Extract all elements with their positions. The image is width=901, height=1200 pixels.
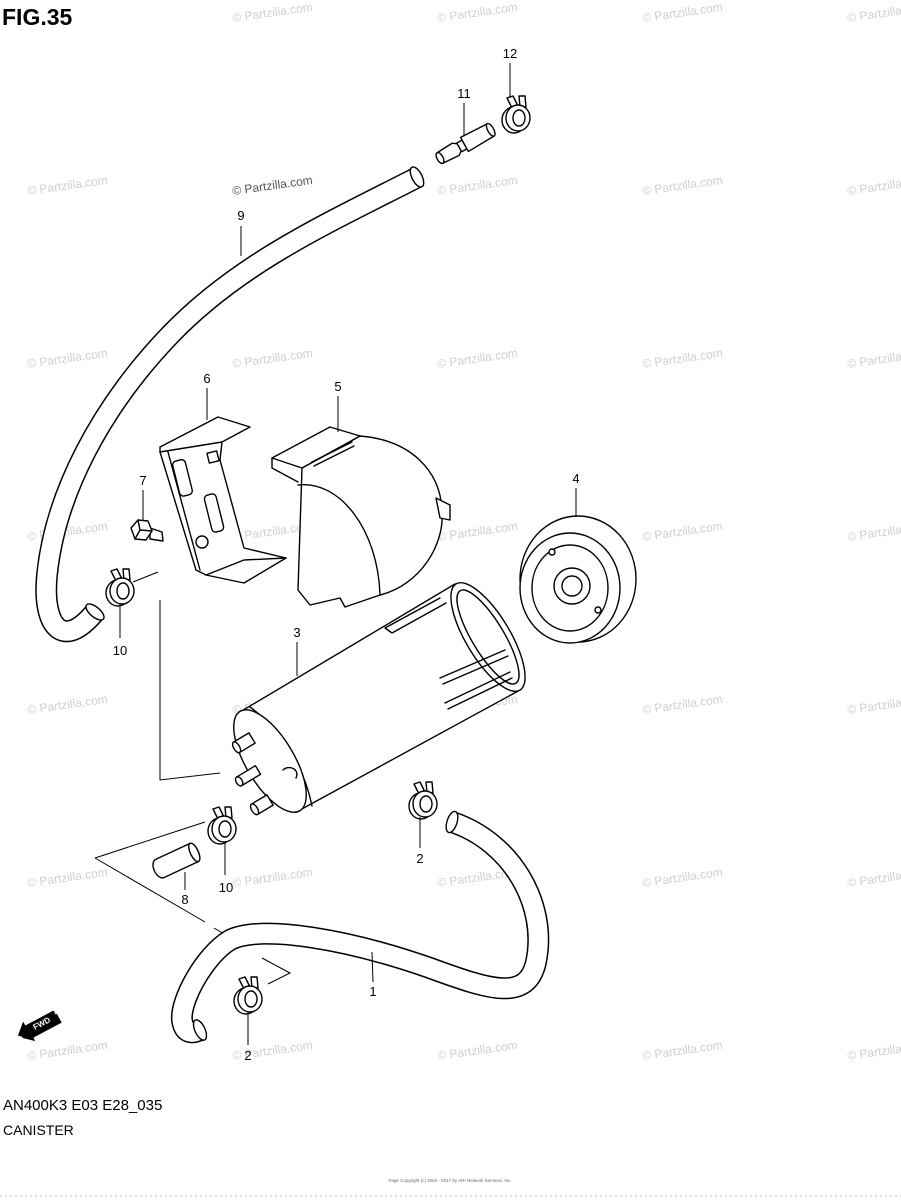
callout-2-right: 2	[416, 817, 424, 866]
callout-label: 3	[293, 625, 300, 640]
holder-part-5	[271, 426, 451, 608]
callout-label: 6	[203, 371, 210, 386]
figure-code: AN400K3 E03 E28_035	[3, 1097, 162, 1114]
bolt-part-7	[130, 519, 164, 542]
callout-3: 3	[293, 625, 301, 676]
connection-lines	[94, 571, 292, 985]
callout-label: 9	[237, 208, 244, 223]
cap-part-4	[519, 515, 637, 644]
callout-label: 5	[334, 379, 341, 394]
callout-label: 12	[503, 46, 517, 61]
callout-label: 11	[457, 86, 471, 101]
callouts: 12 11 9 6 5 7 4 3	[113, 46, 580, 1063]
callout-6: 6	[203, 371, 211, 420]
bracket-part-6	[159, 416, 287, 584]
figure-title: FIG.35	[2, 4, 73, 30]
callout-4: 4	[572, 471, 580, 516]
copyright-footer: Page Copyright (c) 2004 - 2017 by ARI Ne…	[388, 1178, 511, 1183]
figure-name: CANISTER	[3, 1122, 74, 1138]
callout-10-bottom: 10	[219, 842, 233, 895]
callout-label: 10	[219, 880, 233, 895]
callout-12: 12	[503, 46, 517, 97]
callout-5: 5	[334, 379, 342, 432]
callout-8: 8	[181, 872, 189, 907]
plug-part-8	[152, 842, 201, 879]
hose-part-1	[170, 810, 550, 1044]
callout-11: 11	[457, 86, 471, 135]
callout-label: 8	[181, 892, 188, 907]
callout-label: 4	[572, 471, 579, 486]
callout-label: 7	[139, 473, 146, 488]
hose-part-9	[35, 166, 425, 643]
callout-label: 2	[416, 851, 423, 866]
canister-part-3	[231, 581, 526, 816]
callout-2-bottom: 2	[244, 1012, 252, 1063]
callout-1: 1	[369, 951, 377, 999]
callout-10-left: 10	[113, 604, 127, 658]
fitting-part-11	[435, 122, 496, 165]
callout-label: 2	[244, 1048, 251, 1063]
callout-7: 7	[139, 473, 147, 520]
callout-9: 9	[237, 208, 245, 256]
callout-label: 10	[113, 643, 127, 658]
callout-label: 1	[369, 984, 376, 999]
